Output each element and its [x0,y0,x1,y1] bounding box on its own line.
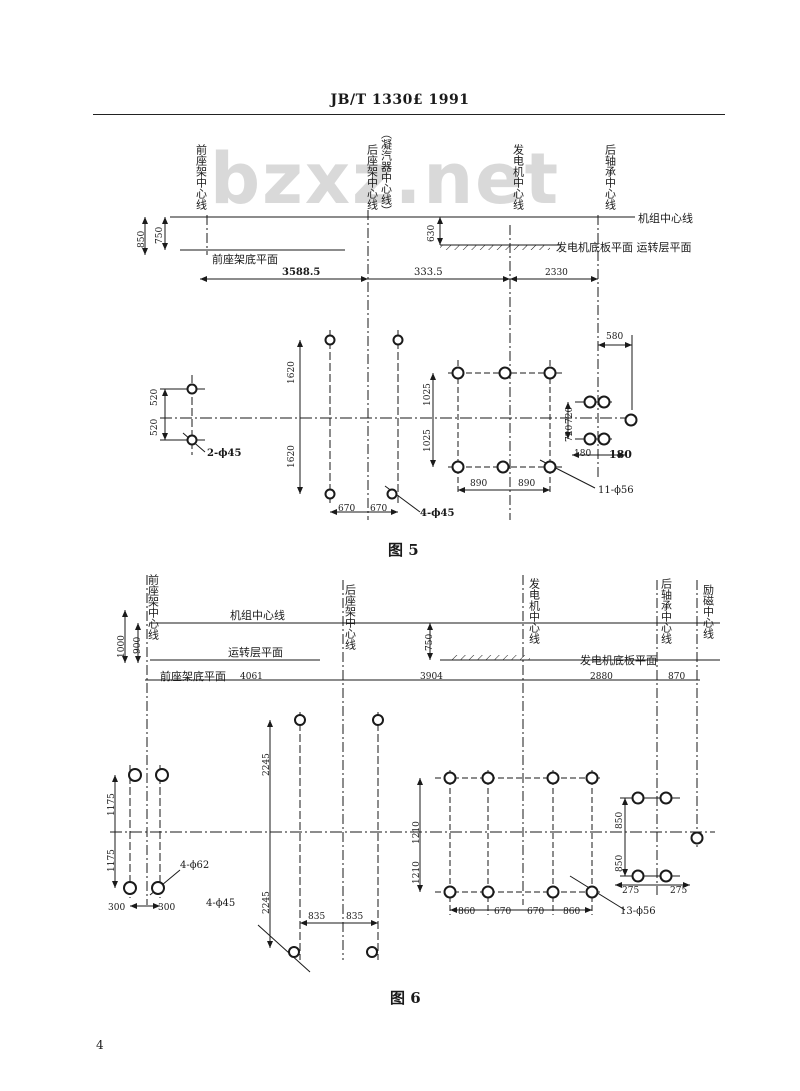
fig6-caption: 图 6 [390,989,421,1007]
fig5-dim-850: 850 [137,231,147,248]
fig6-dim-1210b: 1210 [412,861,422,884]
fig6-operating-plane-label: 运转层平面 [228,645,283,659]
fig5-rear-frame-center-label: 后座架中心线 [366,144,379,210]
fig6-dim-3904: 3904 [420,672,443,682]
fig6-exciter-center-label: 励磁中心线 [702,584,715,639]
fig5-hole-2-phi45: 2-ϕ45 [207,448,241,459]
fig5-dim-1025a: 1025 [423,383,433,406]
fig6-dim-900: 900 [133,637,143,654]
fig5-hole-11-phi56: 11-ϕ56 [598,485,634,496]
fig6-dim-300a: 300 [108,903,125,913]
fig5-dim-890b: 890 [518,479,535,489]
fig6-dim-835b: 835 [346,912,363,922]
fig5-dim-333: 333.5 [414,267,443,278]
figure-6 [110,575,720,973]
fig5-hole-4-phi45: 4-ϕ45 [420,508,454,519]
fig5-unit-center-label: 机组中心线 [638,211,693,225]
fig6-front-frame-center-label: 前座架中心线 [147,573,160,640]
fig5-caption: 图 5 [388,541,419,559]
fig6-dim-850a: 850 [615,812,625,829]
header-rule [93,114,725,115]
fig6-hole-4-phi45: 4-ϕ45 [206,898,235,909]
fig5-dim-720b: 720 [565,425,575,442]
fig6-dim-860a: 860 [458,907,475,917]
fig5-dim-2330: 2330 [545,268,568,278]
fig6-dim-275a: 275 [622,886,639,896]
fig5-dim-520b: 520 [150,419,160,436]
fig5-rear-bearing-center-label: 后轴承中心线 [604,144,617,210]
fig5-dim-720a: 720 [565,407,575,424]
fig6-dim-750: 750 [425,634,435,651]
fig5-dim-180b: 180 [609,448,632,461]
fig5-dim-180a: 180 [574,449,591,459]
fig6-front-bottom-label: 前座架底平面 [160,669,226,683]
fig6-hole-13-phi56: 13-ϕ56 [620,906,656,917]
fig6-gen-base-label: 发电机底板平面 [580,653,657,667]
figure-5-text: 前座架中心线 （凝汽器中心线） 后座架中心线 发电机中心线 后轴承中心线 机组中… [137,128,693,559]
fig5-dim-670a: 670 [338,504,355,514]
fig6-dim-1175a: 1175 [107,793,117,816]
fig6-dim-2880: 2880 [590,672,613,682]
fig5-dim-1025b: 1025 [423,429,433,452]
fig5-dim-890a: 890 [470,479,487,489]
fig6-dim-4061: 4061 [240,672,263,682]
fig6-dim-1175b: 1175 [107,849,117,872]
fig5-condenser-center-label: （凝汽器中心线） [380,128,393,216]
fig6-rear-bearing-center-label: 后轴承中心线 [660,578,673,644]
fig5-dim-1620a: 1620 [287,361,297,384]
fig5-dim-670b: 670 [370,504,387,514]
standard-header: JB/T 1330£ 1991 [330,92,470,108]
page-number: 4 [96,1038,104,1052]
watermark: bzxz.net [210,138,561,220]
fig6-unit-center-label: 机组中心线 [230,608,285,622]
figure-6-text: 前座架中心线 后座架中心线 发电机中心线 后轴承中心线 励磁中心线 机组中心线 … [107,573,715,1007]
fig6-hole-4-phi62: 4-ϕ62 [180,860,209,871]
fig5-dim-580: 580 [606,332,623,342]
fig6-rear-frame-center-label: 后座架中心线 [344,584,357,650]
fig6-dim-1000: 1000 [117,635,127,658]
fig6-dim-850b: 850 [615,855,625,872]
fig6-dim-835a: 835 [308,912,325,922]
fig6-dim-300b: 300 [158,903,175,913]
fig5-front-frame-center-label: 前座架中心线 [195,143,208,210]
fig6-dim-2245b: 2245 [262,891,272,914]
fig5-dim-3588: 3588.5 [282,267,320,278]
fig6-dim-870: 870 [668,672,685,682]
fig6-dim-860b: 860 [563,907,580,917]
fig5-gen-base-label: 发电机底板平面 运转层平面 [556,240,692,254]
fig5-dim-1620b: 1620 [287,445,297,468]
fig5-dim-520a: 520 [150,389,160,406]
fig6-dim-670a: 670 [494,907,511,917]
fig6-dim-275b: 275 [670,886,687,896]
fig6-dim-1210a: 1210 [412,821,422,844]
fig6-dim-2245a: 2245 [262,753,272,776]
fig6-dim-670b: 670 [527,907,544,917]
fig5-dim-750: 750 [155,227,165,244]
fig5-front-bottom-label: 前座架底平面 [212,252,278,266]
figure-5 [142,210,640,520]
fig5-generator-center-label: 发电机中心线 [512,143,525,210]
fig5-dim-630: 630 [427,225,437,242]
fig6-generator-center-label: 发电机中心线 [528,577,541,644]
